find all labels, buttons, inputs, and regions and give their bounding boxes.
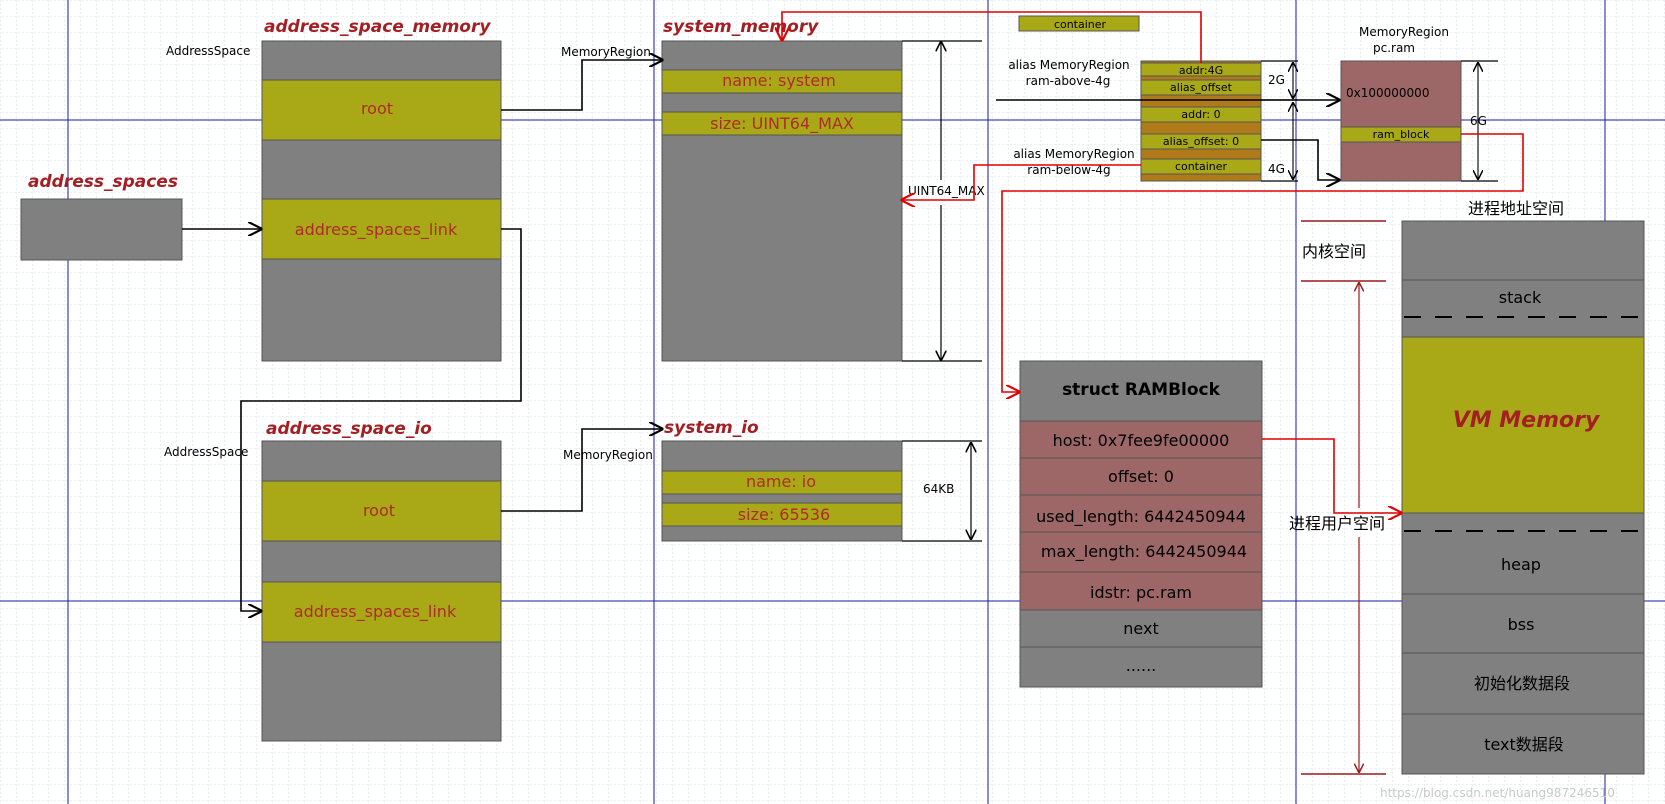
alias-container-top-label: container (1054, 18, 1107, 31)
process-data-segment: 初始化数据段 (1474, 674, 1570, 693)
alias-below-label-1: alias MemoryRegion (1013, 147, 1134, 161)
red-connectors (782, 11, 1524, 513)
process-address-space-block: 进程地址空间 内核空间 进程用户空间 stack VM Memory heap … (1289, 199, 1645, 775)
address-space-memory-link-field (261, 198, 502, 260)
pc-ram-label-1: MemoryRegion (1359, 25, 1449, 39)
process-heap: heap (1501, 555, 1541, 574)
address-space-memory-root-field (261, 79, 502, 141)
system-memory-block: system_memory MemoryRegion name: system … (561, 17, 985, 362)
ramblock-max-length: max_length: 6442450944 (1041, 542, 1247, 562)
ramblock-more: ...... (1126, 656, 1157, 675)
watermark: https://blog.csdn.net/huang987246510 (1380, 786, 1615, 800)
system-io-title: system_io (664, 418, 759, 438)
system-memory-span-label: UINT64_MAX (908, 184, 985, 198)
pc-ram-size: 6G (1470, 114, 1487, 128)
system-memory-type-label: MemoryRegion (561, 45, 651, 59)
process-user-label: 进程用户空间 (1289, 514, 1385, 533)
system-memory-size-label: size: UINT64_MAX (710, 114, 854, 134)
address-spaces-block: address_spaces (20, 172, 183, 261)
address-space-memory-title: address_space_memory (264, 17, 491, 37)
process-text-segment: text数据段 (1484, 735, 1564, 754)
address-space-io-root-label: root (363, 501, 395, 520)
alias-offset-field: alias_offset (1170, 81, 1233, 94)
system-io-name-field (661, 470, 903, 495)
alias-regions-block: container alias MemoryRegion ram-above-4… (996, 15, 1339, 181)
system-io-size-label: size: 65536 (738, 505, 830, 524)
system-io-size-field (661, 502, 903, 527)
address-space-memory-root-label: root (361, 99, 393, 118)
alias-addr-0: addr: 0 (1181, 108, 1220, 121)
process-bss: bss (1508, 615, 1535, 634)
process-title: 进程地址空间 (1468, 199, 1564, 218)
pc-ram-block: MemoryRegion pc.ram 0x100000000 ram_bloc… (1340, 25, 1498, 182)
system-io-block: system_io MemoryRegion name: io size: 65… (563, 418, 982, 542)
alias-offset-0-field: alias_offset: 0 (1163, 135, 1239, 148)
address-space-io-root-field (261, 480, 502, 542)
address-spaces-box (20, 198, 183, 261)
alias-size-2g: 2G (1268, 73, 1285, 87)
system-memory-size-field (661, 111, 903, 136)
pc-ram-box (1340, 60, 1462, 182)
pc-ram-ramblock-field: ram_block (1373, 128, 1430, 141)
system-memory-box (661, 40, 903, 362)
pc-ram-label-2: pc.ram (1373, 41, 1415, 55)
process-kernel-label: 内核空间 (1302, 242, 1366, 261)
address-space-memory-type-label: AddressSpace (166, 44, 250, 58)
ramblock-block: struct RAMBlock host: 0x7fee9fe00000 off… (1019, 360, 1263, 688)
address-space-io-link-field (261, 581, 502, 643)
process-stack: stack (1499, 288, 1542, 307)
alias-above-label-1: alias MemoryRegion (1008, 58, 1129, 72)
system-memory-name-label: name: system (722, 71, 836, 90)
system-memory-title: system_memory (663, 17, 819, 37)
alias-container-field: container (1175, 160, 1228, 173)
process-vm-memory: VM Memory (1453, 408, 1601, 433)
black-connectors (182, 60, 662, 611)
address-space-io-title: address_space_io (266, 419, 432, 439)
alias-below-label-2: ram-below-4g (1027, 163, 1110, 177)
address-space-io-type-label: AddressSpace (164, 445, 248, 459)
ramblock-next: next (1123, 619, 1158, 638)
address-space-io-block: address_space_io AddressSpace root addre… (164, 419, 502, 742)
pc-ram-addr: 0x100000000 (1346, 86, 1429, 100)
system-memory-name-field (661, 69, 903, 94)
address-space-memory-link-label: address_spaces_link (295, 220, 458, 240)
system-io-type-label: MemoryRegion (563, 448, 653, 462)
alias-addr-4g: addr:4G (1179, 64, 1223, 77)
ramblock-offset: offset: 0 (1108, 467, 1174, 486)
ramblock-idstr: idstr: pc.ram (1090, 583, 1192, 602)
system-io-name-label: name: io (746, 472, 816, 491)
ramblock-title: struct RAMBlock (1062, 380, 1221, 400)
address-space-io-link-label: address_spaces_link (294, 602, 457, 622)
ramblock-host: host: 0x7fee9fe00000 (1053, 431, 1230, 450)
address-spaces-title: address_spaces (28, 172, 178, 192)
address-space-memory-block: address_space_memory AddressSpace root a… (166, 17, 502, 362)
ramblock-used-length: used_length: 6442450944 (1036, 507, 1246, 527)
system-io-span-label: 64KB (923, 482, 954, 496)
alias-size-4g: 4G (1268, 162, 1285, 176)
alias-above-label-2: ram-above-4g (1026, 74, 1111, 88)
